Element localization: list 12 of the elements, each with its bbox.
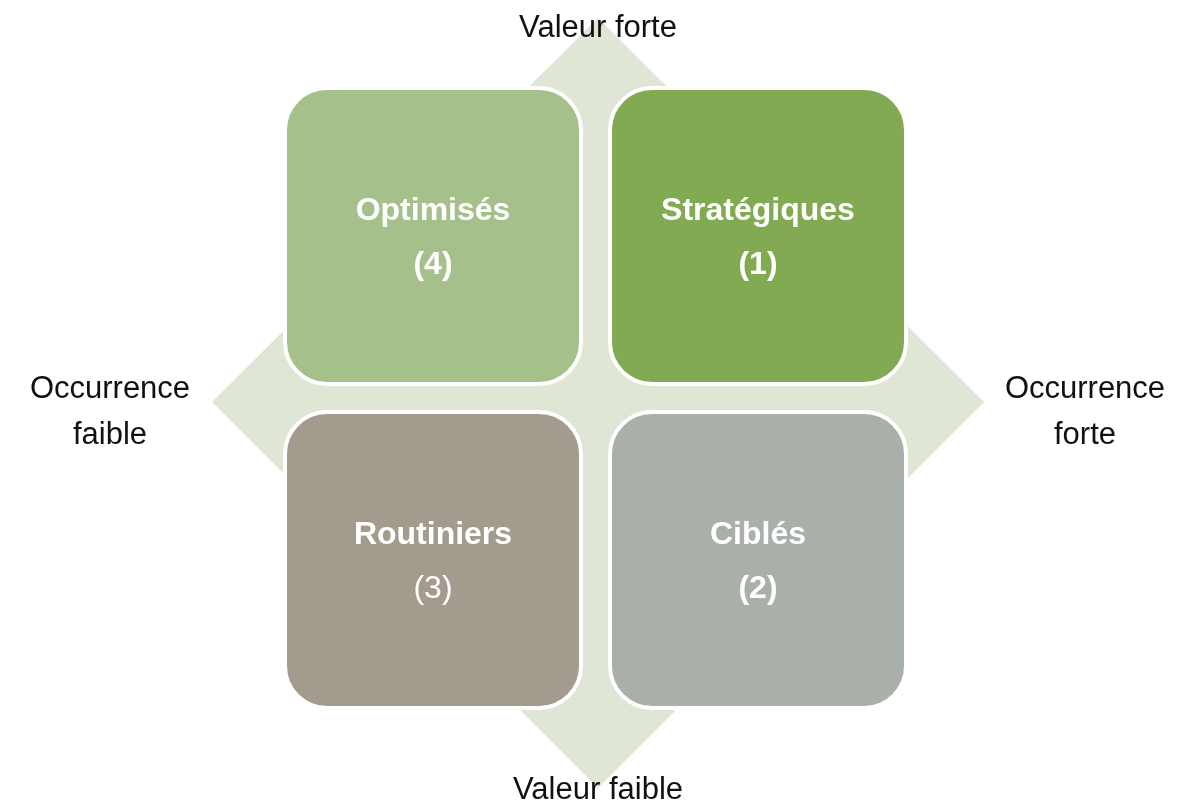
quadrant-number: (3): [413, 568, 453, 607]
quadrant-title: Stratégiques: [661, 190, 855, 229]
quadrant-number: (4): [413, 244, 453, 283]
quadrant-title: Routiniers: [353, 514, 513, 553]
quadrant-title: Optimisés: [355, 190, 511, 229]
quadrant-number: (2): [738, 568, 778, 607]
quadrant-number: (1): [738, 244, 778, 283]
axis-label: Occurrence faible: [28, 369, 192, 453]
axis-label: Occurrence forte: [1003, 369, 1167, 453]
quadrant-title: Ciblés: [710, 514, 806, 553]
axis-label: Valeur faible: [512, 770, 684, 807]
axis-label: Valeur forte: [518, 8, 678, 46]
